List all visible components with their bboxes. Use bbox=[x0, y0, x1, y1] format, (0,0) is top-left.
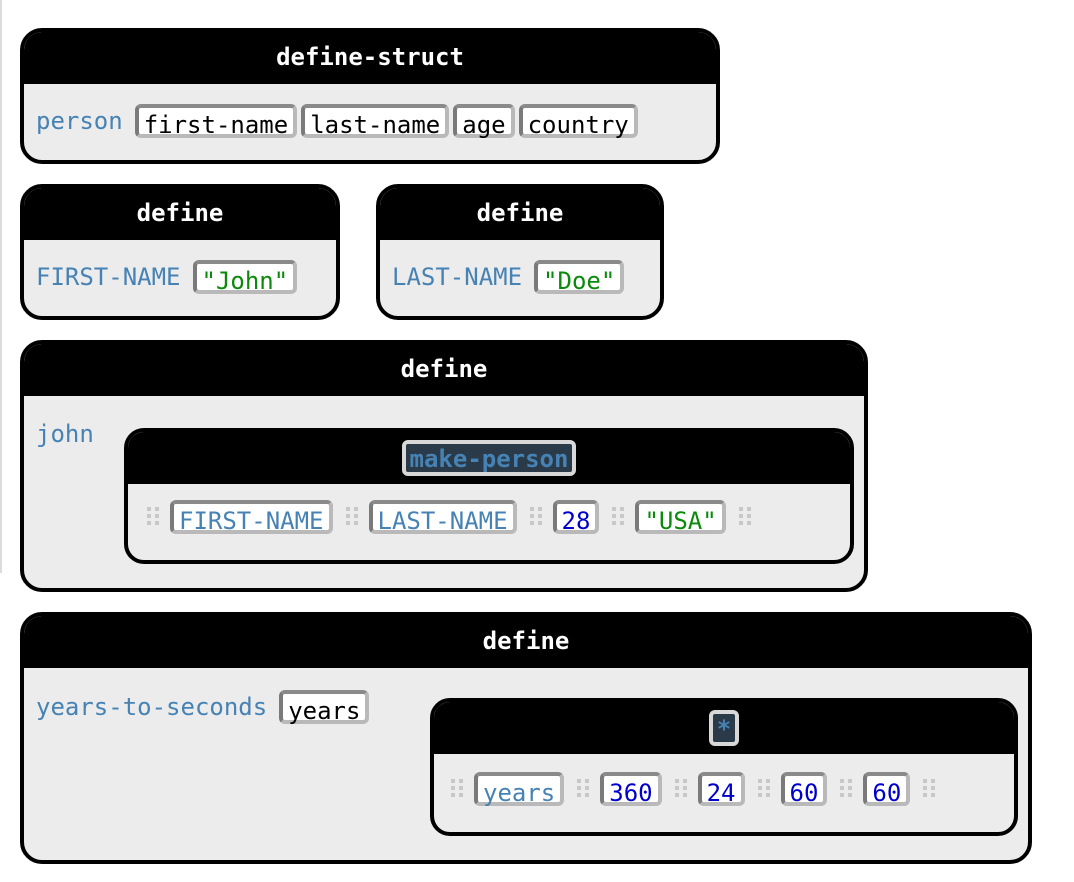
field-first-name[interactable]: first-name bbox=[134, 104, 298, 139]
drop-target[interactable] bbox=[840, 777, 854, 801]
arg-years[interactable]: years bbox=[474, 772, 565, 807]
define-years-to-seconds-block[interactable]: define years-to-seconds years * years 36… bbox=[20, 612, 1032, 864]
define-struct-block[interactable]: define-struct person first-name last-nam… bbox=[20, 28, 720, 164]
define-keyword: define bbox=[24, 188, 336, 240]
arg-60-a[interactable]: 60 bbox=[780, 772, 828, 807]
arg-last-name[interactable]: LAST-NAME bbox=[368, 500, 517, 535]
constant-name[interactable]: LAST-NAME bbox=[392, 263, 523, 291]
drop-target[interactable] bbox=[345, 505, 360, 529]
drop-target[interactable] bbox=[923, 777, 937, 801]
field-last-name[interactable]: last-name bbox=[301, 104, 450, 139]
define-last-name-block[interactable]: define LAST-NAME "Doe" bbox=[376, 184, 664, 320]
constant-name[interactable]: FIRST-NAME bbox=[36, 263, 181, 291]
arg-first-name[interactable]: FIRST-NAME bbox=[170, 500, 333, 535]
string-value[interactable]: "John" bbox=[192, 260, 298, 295]
operator-name[interactable]: * bbox=[708, 710, 740, 746]
define-keyword: define bbox=[380, 188, 660, 240]
function-name[interactable]: years-to-seconds bbox=[36, 693, 268, 721]
arg-24[interactable]: 24 bbox=[697, 772, 745, 807]
make-person-call-block[interactable]: make-person FIRST-NAME LAST-NAME 28 "USA… bbox=[124, 428, 854, 564]
define-keyword: define bbox=[24, 344, 864, 396]
arg-country[interactable]: "USA" bbox=[635, 500, 726, 535]
multiply-call-block[interactable]: * years 360 24 60 60 bbox=[430, 698, 1018, 836]
drop-target[interactable] bbox=[147, 505, 161, 529]
left-edge-line bbox=[0, 0, 2, 573]
arg-age[interactable]: 28 bbox=[552, 500, 600, 535]
drop-target[interactable] bbox=[612, 505, 626, 529]
drop-target[interactable] bbox=[757, 777, 772, 801]
drop-target[interactable] bbox=[738, 505, 753, 529]
arg-60-b[interactable]: 60 bbox=[863, 772, 911, 807]
function-name[interactable]: make-person bbox=[401, 440, 577, 476]
string-value[interactable]: "Doe" bbox=[534, 260, 625, 295]
define-first-name-block[interactable]: define FIRST-NAME "John" bbox=[20, 184, 340, 320]
drop-target[interactable] bbox=[451, 777, 465, 801]
field-age[interactable]: age bbox=[453, 104, 515, 139]
struct-name[interactable]: person bbox=[36, 107, 123, 135]
define-john-block[interactable]: define john make-person FIRST-NAME LAST-… bbox=[20, 340, 868, 592]
arg-360[interactable]: 360 bbox=[600, 772, 662, 807]
drop-target[interactable] bbox=[529, 505, 544, 529]
define-keyword: define bbox=[24, 616, 1028, 668]
parameter-years[interactable]: years bbox=[279, 690, 370, 725]
drop-target[interactable] bbox=[674, 777, 689, 801]
drop-target[interactable] bbox=[577, 777, 591, 801]
define-struct-keyword: define-struct bbox=[24, 32, 716, 84]
field-country[interactable]: country bbox=[518, 104, 638, 139]
variable-name[interactable]: john bbox=[36, 420, 94, 448]
